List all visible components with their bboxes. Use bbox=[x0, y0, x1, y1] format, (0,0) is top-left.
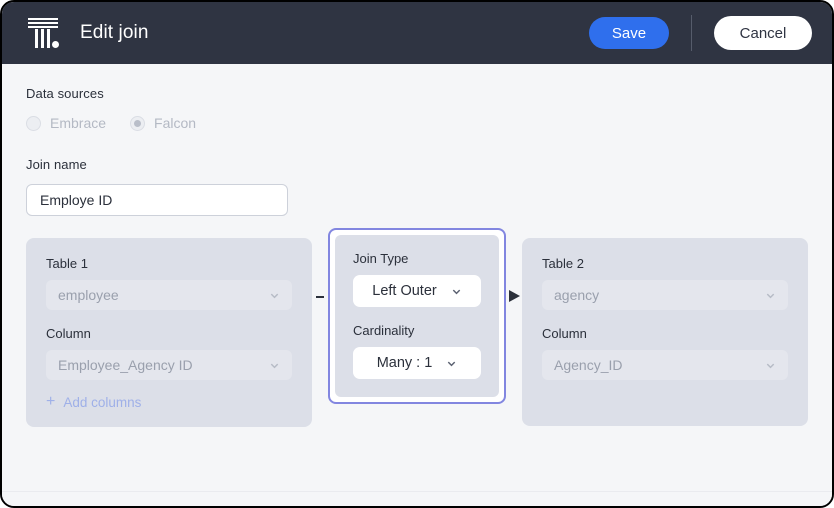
chevron-down-icon bbox=[270, 363, 279, 368]
radio-falcon-icon[interactable] bbox=[130, 115, 146, 131]
data-sources-label: Data sources bbox=[26, 86, 104, 101]
join-type-label: Join Type bbox=[353, 251, 409, 266]
connector-left-line bbox=[316, 296, 324, 298]
table2-column-select[interactable]: Agency_ID bbox=[542, 350, 788, 380]
radio-embrace-label: Embrace bbox=[50, 115, 107, 131]
data-sources-radio-group: Embrace Falcon bbox=[26, 115, 808, 131]
join-name-input[interactable] bbox=[26, 184, 288, 216]
cardinality-value: Many : 1 bbox=[376, 355, 433, 371]
table1-table-select[interactable]: employee bbox=[46, 280, 292, 310]
table2-title: Table 2 bbox=[542, 256, 584, 271]
table1-title: Table 1 bbox=[46, 256, 88, 271]
radio-falcon-label: Falcon bbox=[154, 115, 197, 131]
join-type-value: Left Outer bbox=[372, 283, 437, 299]
radio-option-embrace[interactable]: Embrace bbox=[26, 115, 106, 131]
pillar-logo-icon bbox=[26, 16, 60, 50]
join-config-inner: Join Type Left Outer Cardinality Many : … bbox=[335, 235, 499, 397]
join-name-label: Join name bbox=[26, 157, 87, 172]
add-columns-button[interactable]: + Add columns bbox=[46, 394, 141, 410]
table2-column-value: Agency_ID bbox=[554, 357, 623, 373]
chevron-down-icon bbox=[766, 293, 775, 298]
table2-card: Table 2 agency Column Agency_ID bbox=[522, 238, 808, 426]
page-title: Edit join bbox=[80, 22, 149, 43]
chevron-down-icon bbox=[766, 363, 775, 368]
header-divider bbox=[691, 15, 692, 51]
chevron-down-icon bbox=[452, 289, 460, 294]
table1-column-select[interactable]: Employee_Agency ID bbox=[46, 350, 292, 380]
connector-left bbox=[312, 238, 328, 426]
connector-right bbox=[506, 238, 522, 426]
join-type-select[interactable]: Left Outer bbox=[353, 275, 481, 307]
cardinality-select[interactable]: Many : 1 bbox=[353, 347, 481, 379]
table1-column-label: Column bbox=[46, 326, 91, 341]
radio-embrace-icon[interactable] bbox=[26, 115, 41, 131]
arrow-head-icon bbox=[509, 290, 520, 302]
join-config-card[interactable]: Join Type Left Outer Cardinality Many : … bbox=[328, 228, 506, 404]
table1-table-value: employee bbox=[58, 287, 119, 303]
bottom-divider bbox=[2, 491, 832, 492]
radio-option-falcon[interactable]: Falcon bbox=[130, 115, 196, 131]
edit-join-body: Data sources Embrace Falcon Join name Ta… bbox=[2, 64, 832, 506]
table2-table-value: agency bbox=[554, 287, 600, 303]
cardinality-label: Cardinality bbox=[353, 323, 415, 338]
chevron-down-icon bbox=[270, 293, 279, 298]
plus-icon: + bbox=[46, 393, 56, 410]
table1-column-value: Employee_Agency ID bbox=[58, 357, 193, 373]
join-builder: Table 1 employee Column Employee_Agency … bbox=[26, 228, 808, 427]
add-columns-label: Add columns bbox=[63, 394, 142, 410]
table2-column-label: Column bbox=[542, 326, 587, 341]
cancel-button[interactable]: Cancel bbox=[714, 16, 812, 50]
app-header: Edit join Save Cancel bbox=[2, 2, 832, 64]
table1-card: Table 1 employee Column Employee_Agency … bbox=[26, 238, 312, 427]
header-actions: Save Cancel bbox=[589, 15, 812, 51]
save-button[interactable]: Save bbox=[589, 17, 669, 49]
chevron-down-icon bbox=[448, 361, 456, 366]
table2-table-select[interactable]: agency bbox=[542, 280, 788, 310]
